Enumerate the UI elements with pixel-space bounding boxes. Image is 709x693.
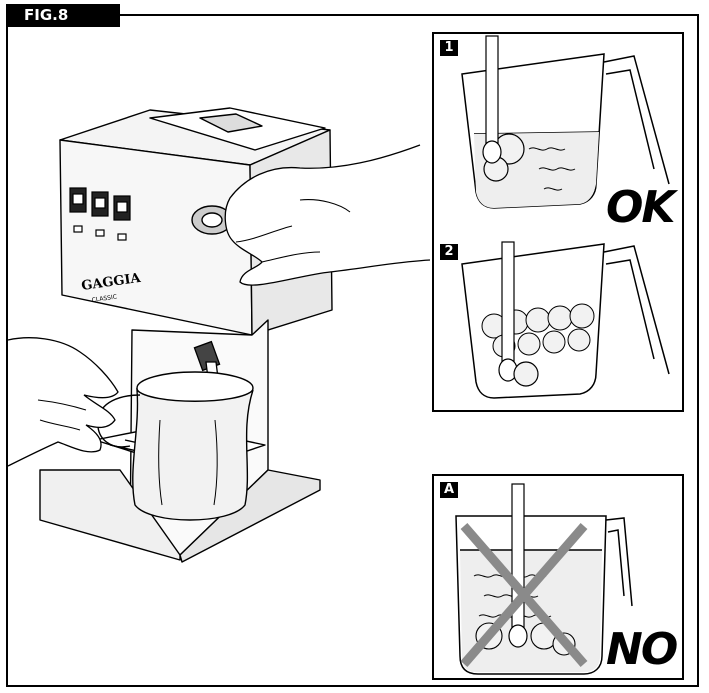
- incorrect-technique-panel: A NO: [432, 474, 684, 680]
- indicator-lamp-3: [117, 233, 127, 241]
- verdict-ok: OK: [606, 182, 675, 233]
- wrong-cross-mark: [460, 523, 588, 667]
- incorrect-technique-drawing: [455, 483, 633, 675]
- step-2-label: 2: [440, 244, 458, 260]
- right-hand: [224, 144, 431, 286]
- verdict-no: NO: [606, 624, 678, 675]
- indicator-lamp-1: [73, 225, 83, 233]
- indicator-lamp-2: [95, 229, 105, 237]
- milk-jug: [132, 387, 254, 521]
- jug-incorrect: [455, 515, 607, 675]
- correct-technique-drawing: [461, 35, 670, 399]
- left-hand: [7, 337, 119, 467]
- machine-front-panel: [59, 139, 253, 336]
- step-1-label: 1: [440, 40, 458, 56]
- steam-wand-step-2: [501, 241, 515, 367]
- correct-technique-panel: 1 2 OK: [432, 32, 684, 412]
- panel-a-label: A: [440, 482, 458, 498]
- foam-layer-2: [481, 303, 595, 358]
- figure-frame: [6, 14, 699, 687]
- steam-wand-step-1: [485, 35, 499, 147]
- machine-model: CLASSIC: [91, 294, 117, 304]
- figure-label: FIG.8: [6, 4, 120, 27]
